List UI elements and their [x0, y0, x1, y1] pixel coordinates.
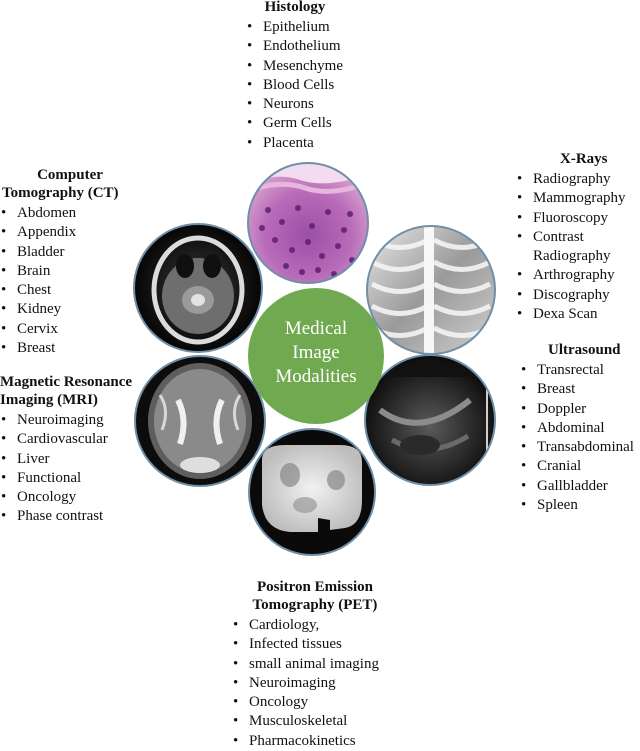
list-item: Cranial: [520, 457, 640, 477]
center-circle: [248, 288, 384, 424]
list-item: Liver: [0, 450, 160, 470]
xray-block: X-Rays Radiography Mammography Fluorosco…: [516, 150, 640, 325]
list-item: Abdominal: [520, 419, 640, 439]
list-item: Blood Cells: [246, 76, 420, 96]
list-item: Spleen: [520, 496, 640, 516]
list-item: Chest: [0, 281, 150, 301]
center-label: Medical Image Modalities: [248, 317, 384, 389]
xray-image: [366, 225, 496, 355]
histology-block: Histology Epithelium Endothelium Mesench…: [240, 0, 420, 153]
histology-list: Epithelium Endothelium Mesenchyme Blood …: [246, 18, 420, 153]
list-item: Neurons: [246, 95, 420, 115]
list-item: Functional: [0, 469, 160, 489]
ct-title-line1: Computer: [37, 167, 103, 183]
list-item: Musculoskeletal: [232, 712, 430, 732]
ultrasound-title: Ultrasound: [548, 342, 621, 358]
mri-title-line1: Magnetic Resonance: [0, 374, 133, 390]
list-item: Neuroimaging: [232, 674, 430, 694]
mri-image: [134, 355, 266, 487]
list-item: Contrast Radiography: [516, 228, 623, 267]
histology-title: Histology: [264, 0, 326, 15]
list-item: Pharmacokinetics: [232, 732, 430, 751]
list-item: Dexa Scan: [516, 305, 640, 325]
ultrasound-image: [364, 354, 496, 486]
ultrasound-block: Ultrasound Transrectal Breast Doppler Ab…: [520, 341, 640, 516]
list-item: Neuroimaging: [0, 411, 160, 431]
list-item: small animal imaging: [232, 655, 430, 675]
list-item: Breast: [0, 339, 150, 359]
list-item: Mammography: [516, 189, 640, 209]
list-item: Bladder: [0, 243, 150, 263]
ct-image: [133, 223, 263, 353]
list-item: Doppler: [520, 400, 640, 420]
list-item: Epithelium: [246, 18, 420, 38]
center-label-line3: Modalities: [275, 366, 357, 387]
list-item: Kidney: [0, 300, 150, 320]
list-item: Fluoroscopy: [516, 209, 640, 229]
xray-title: X-Rays: [560, 151, 608, 167]
list-item: Arthrography: [516, 266, 640, 286]
pet-title-line1: Positron Emission: [257, 579, 373, 595]
list-item: Radiography: [516, 170, 640, 190]
center-label-line1: Medical: [284, 318, 348, 339]
list-item: Germ Cells: [246, 114, 420, 134]
mri-block: Magnetic Resonance Imaging (MRI) Neuroim…: [0, 373, 160, 527]
list-item: Cardiovascular: [0, 430, 160, 450]
histology-image: [247, 162, 369, 284]
list-item: Phase contrast: [0, 507, 160, 527]
list-item: Brain: [0, 262, 150, 282]
pet-list: Cardiology, Infected tissues small anima…: [232, 616, 430, 751]
list-item: Gallbladder: [520, 477, 640, 497]
list-item: Discography: [516, 286, 640, 306]
list-item: Transrectal: [520, 361, 640, 381]
pet-title-line2: Tomography (PET): [252, 597, 378, 613]
mri-list: Neuroimaging Cardiovascular Liver Functi…: [0, 411, 160, 527]
list-item: Cervix: [0, 320, 150, 340]
list-item: Oncology: [0, 488, 160, 508]
list-item: Appendix: [0, 223, 150, 243]
mri-title-line2: Imaging (MRI): [0, 392, 98, 408]
list-item: Cardiology,: [232, 616, 430, 636]
list-item: Endothelium: [246, 37, 420, 57]
ct-block: Computer Tomography (CT) Abdomen Appendi…: [0, 166, 150, 359]
pet-image: [248, 428, 376, 556]
list-item: Breast: [520, 380, 640, 400]
ultrasound-list: Transrectal Breast Doppler Abdominal Tra…: [520, 361, 640, 516]
xray-list: Radiography Mammography Fluoroscopy Cont…: [516, 170, 640, 325]
list-item: Transabdominal: [520, 438, 640, 458]
ct-title-line2: Tomography (CT): [2, 185, 119, 201]
list-item: Infected tissues: [232, 635, 430, 655]
list-item: Oncology: [232, 693, 430, 713]
list-item: Abdomen: [0, 204, 150, 224]
center-label-line2: Image: [292, 342, 340, 363]
pet-block: Positron Emission Tomography (PET) Cardi…: [230, 578, 430, 751]
ct-list: Abdomen Appendix Bladder Brain Chest Kid…: [0, 204, 150, 359]
list-item: Placenta: [246, 134, 420, 154]
list-item: Mesenchyme: [246, 57, 420, 77]
